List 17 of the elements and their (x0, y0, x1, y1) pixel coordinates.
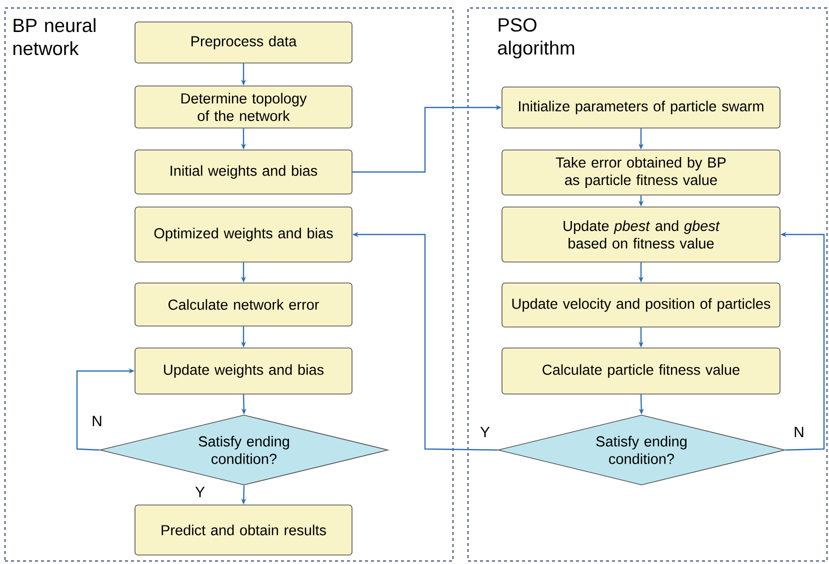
frame-heading: PSO algorithm (498, 18, 574, 58)
process-box: Preprocess data (134, 22, 352, 64)
edge-label: N (794, 426, 804, 438)
process-box: Initial weights and bias (134, 150, 352, 194)
process-box: Predict and obtain results (134, 504, 352, 556)
process-box: Update pbest and gbest based on fitness value (502, 206, 780, 262)
process-box: Calculate network error (134, 282, 352, 326)
process-box: Take error obtained by BP as particle fitness value (502, 150, 780, 196)
process-box: Calculate particle fitness value (502, 348, 780, 394)
edge-label: Y (480, 426, 490, 438)
process-box: Update velocity and position of particles (502, 282, 780, 328)
process-box: Optimized weights and bias (134, 206, 352, 262)
edge-label: Y (195, 486, 205, 498)
process-box: Determine topology of the network (134, 86, 352, 128)
process-box: Initialize parameters of particle swarm (502, 86, 780, 128)
frame-heading: BP neural network (13, 18, 96, 56)
process-box: Update weights and bias (134, 348, 352, 394)
